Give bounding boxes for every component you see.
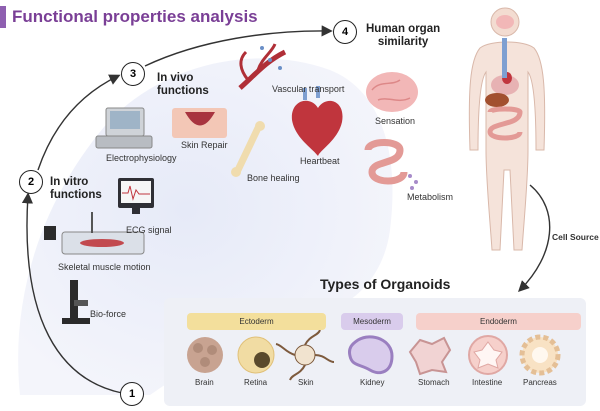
metabolism-label: Metabolism	[407, 192, 454, 202]
human-organ-similarity-heading: Human organ similarity	[366, 23, 441, 48]
cell-source-label: Cell Source	[552, 232, 599, 242]
bio-force-label: Bio-force	[90, 309, 127, 319]
organoid-intestine-icon	[468, 335, 508, 375]
arrow-1-to-2	[21, 192, 123, 394]
organoid-skin-icon	[275, 329, 335, 381]
organoid-label-brain: Brain	[195, 378, 214, 387]
muscle-motion-setup-icon	[44, 212, 145, 255]
metabolism-intestine-icon	[364, 139, 418, 190]
page-title: Functional properties analysis	[12, 7, 258, 26]
arrow-2-to-3	[37, 74, 121, 171]
arrow-cell-source	[518, 184, 551, 292]
step-4-marker: 4	[333, 20, 357, 44]
organoid-pancreas-icon	[519, 334, 561, 376]
organoid-stomach-icon	[408, 336, 452, 376]
step-2-marker: 2	[19, 170, 43, 194]
ecg-signal-label: ECG signal	[126, 225, 172, 235]
bone-icon	[231, 121, 265, 177]
skin-repair-label: Skin Repair	[181, 140, 228, 150]
organoid-kidney-icon	[348, 335, 394, 375]
germ-layer-ectoderm: Ectoderm	[187, 313, 326, 330]
organoids-title: Types of Organoids	[320, 276, 451, 292]
arrow-3-to-4	[144, 25, 333, 67]
organoid-label-skin: Skin	[298, 378, 314, 387]
organoid-retina-icon	[237, 336, 275, 374]
ecg-monitor-icon	[118, 178, 154, 214]
step-1-marker: 1	[120, 382, 144, 406]
electrophysiology-label: Electrophysiology	[106, 153, 177, 163]
vascular-transport-icon	[238, 43, 287, 90]
organoid-label-pancreas: Pancreas	[523, 378, 557, 387]
step-3-marker: 3	[121, 62, 145, 86]
sensation-brain-icon	[366, 72, 418, 112]
germ-layer-mesoderm: Mesoderm	[341, 313, 403, 330]
organoid-label-intestine: Intestine	[472, 378, 503, 387]
organoid-label-stomach: Stomach	[418, 378, 450, 387]
organoid-label-kidney: Kidney	[360, 378, 385, 387]
in-vivo-heading: In vivo functions	[157, 72, 209, 97]
bone-healing-label: Bone healing	[247, 173, 300, 183]
in-vitro-heading: In vitro functions	[50, 176, 102, 201]
vascular-transport-label: Vascular transport	[272, 84, 345, 94]
skin-repair-icon	[172, 108, 227, 138]
electrophysiology-device-icon	[95, 107, 153, 149]
heart-icon	[291, 86, 343, 156]
title-accent-bar	[0, 6, 6, 28]
skeletal-muscle-motion-label: Skeletal muscle motion	[58, 262, 151, 272]
organoid-brain-icon	[187, 337, 223, 373]
organoid-label-retina: Retina	[244, 378, 268, 387]
bio-force-apparatus-icon	[62, 280, 90, 324]
heartbeat-label: Heartbeat	[300, 156, 340, 166]
germ-layer-endoderm: Endoderm	[416, 313, 581, 330]
human-body-icon	[468, 7, 546, 251]
sensation-label: Sensation	[375, 116, 416, 126]
